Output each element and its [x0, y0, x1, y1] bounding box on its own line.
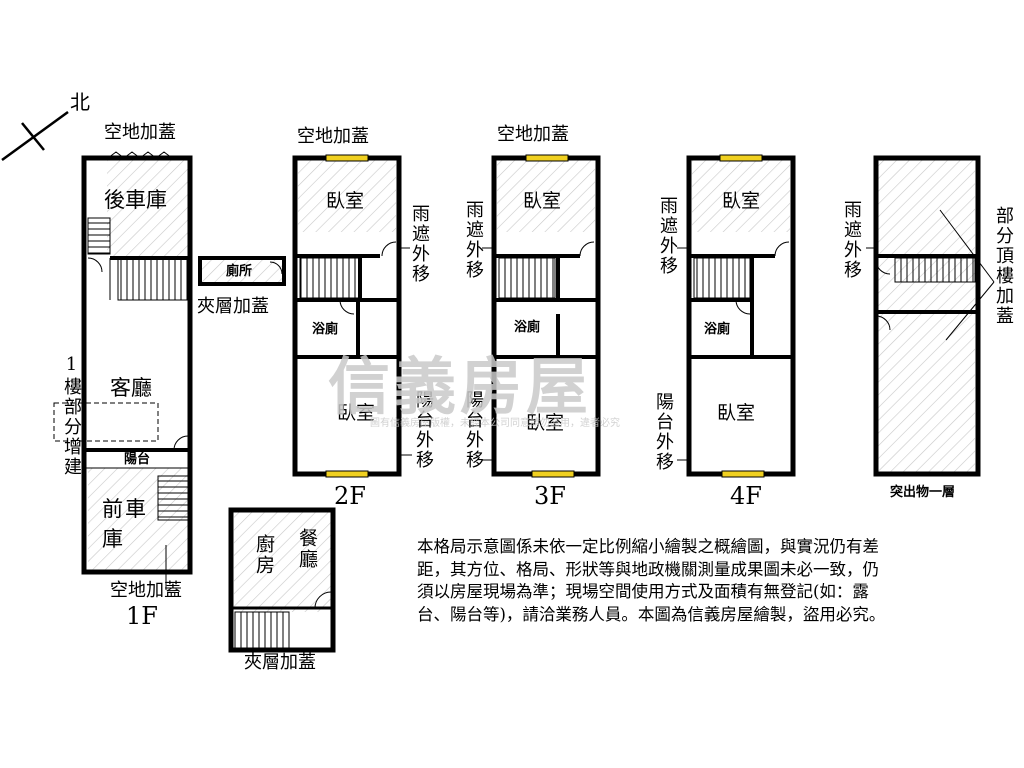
compass-arrow-icon: [1, 110, 69, 162]
mezz-dining: 餐廳: [296, 528, 318, 570]
2f-floor-label: 2F: [334, 482, 366, 510]
1f-rear-garage: 後車庫: [104, 188, 167, 212]
3f-bedroom-bottom: 臥室: [526, 412, 565, 434]
3f-canopy: 雨遮外移: [463, 200, 484, 280]
4f-bedroom-top: 臥室: [722, 190, 761, 212]
1f-front-garage: 前車庫: [102, 497, 148, 551]
2f-balcony: 陽台外移: [413, 390, 434, 470]
floor-4f-plan: [677, 154, 796, 478]
3f-bathroom: 浴廁: [514, 320, 541, 335]
2f-bathroom: 浴廁: [312, 322, 339, 337]
mezz-large-label: 夾層加蓋: [244, 652, 316, 673]
4f-bathroom: 浴廁: [704, 322, 731, 337]
1f-side-note: 1樓部分增建: [61, 354, 82, 477]
2f-canopy: 雨遮外移: [409, 204, 430, 284]
watermark-brand: 信義房屋: [328, 350, 593, 423]
1f-top-label: 空地加蓋: [104, 122, 176, 143]
north-label: 北: [70, 90, 90, 114]
1f-balcony: 陽台: [124, 452, 151, 467]
4f-canopy: 雨遮外移: [657, 196, 678, 276]
disclaimer-text: 本格局示意圖係未依一定比例縮小繪製之概繪圖，與實況仍有差距，其方位、格局、形狀等…: [417, 537, 886, 624]
4f-floor-label: 4F: [730, 482, 762, 510]
mezz-small-label: 夾層加蓋: [197, 296, 269, 317]
2f-bedroom-bottom: 臥室: [337, 402, 376, 424]
3f-bedroom-top: 臥室: [523, 190, 562, 212]
roof-canopy: 雨遮外移: [841, 200, 862, 280]
3f-balcony: 陽台外移: [463, 390, 484, 470]
roof-addition: 部分頂樓加蓋: [993, 206, 1014, 326]
2f-top-label: 空地加蓋: [297, 126, 369, 147]
roof-label: 突出物一層: [890, 485, 956, 500]
3f-top-label: 空地加蓋: [497, 124, 569, 145]
mezzanine-small-plan: [198, 256, 286, 286]
1f-bottom-label: 空地加蓋: [110, 580, 182, 601]
watermark-notice: 圖有信義房屋版權，未經本公司同意請勿盜用，違者必究: [370, 418, 620, 429]
1f-living-room: 客廳: [110, 376, 152, 400]
mezz-kitchen: 廚房: [253, 534, 275, 576]
floor-3f-plan: [482, 154, 601, 478]
4f-bedroom-bottom: 臥室: [717, 402, 756, 424]
4f-balcony: 陽台外移: [653, 392, 674, 472]
mezz-toilet: 廁所: [226, 264, 253, 279]
3f-floor-label: 3F: [534, 482, 566, 510]
floor-1f-plan: [53, 151, 193, 590]
2f-bedroom-top: 臥室: [326, 190, 365, 212]
floor-2f-plan: [292, 154, 412, 478]
1f-floor-label: 1F: [126, 602, 158, 630]
roof-plan: [866, 155, 995, 477]
mezzanine-large-plan: [228, 507, 336, 653]
